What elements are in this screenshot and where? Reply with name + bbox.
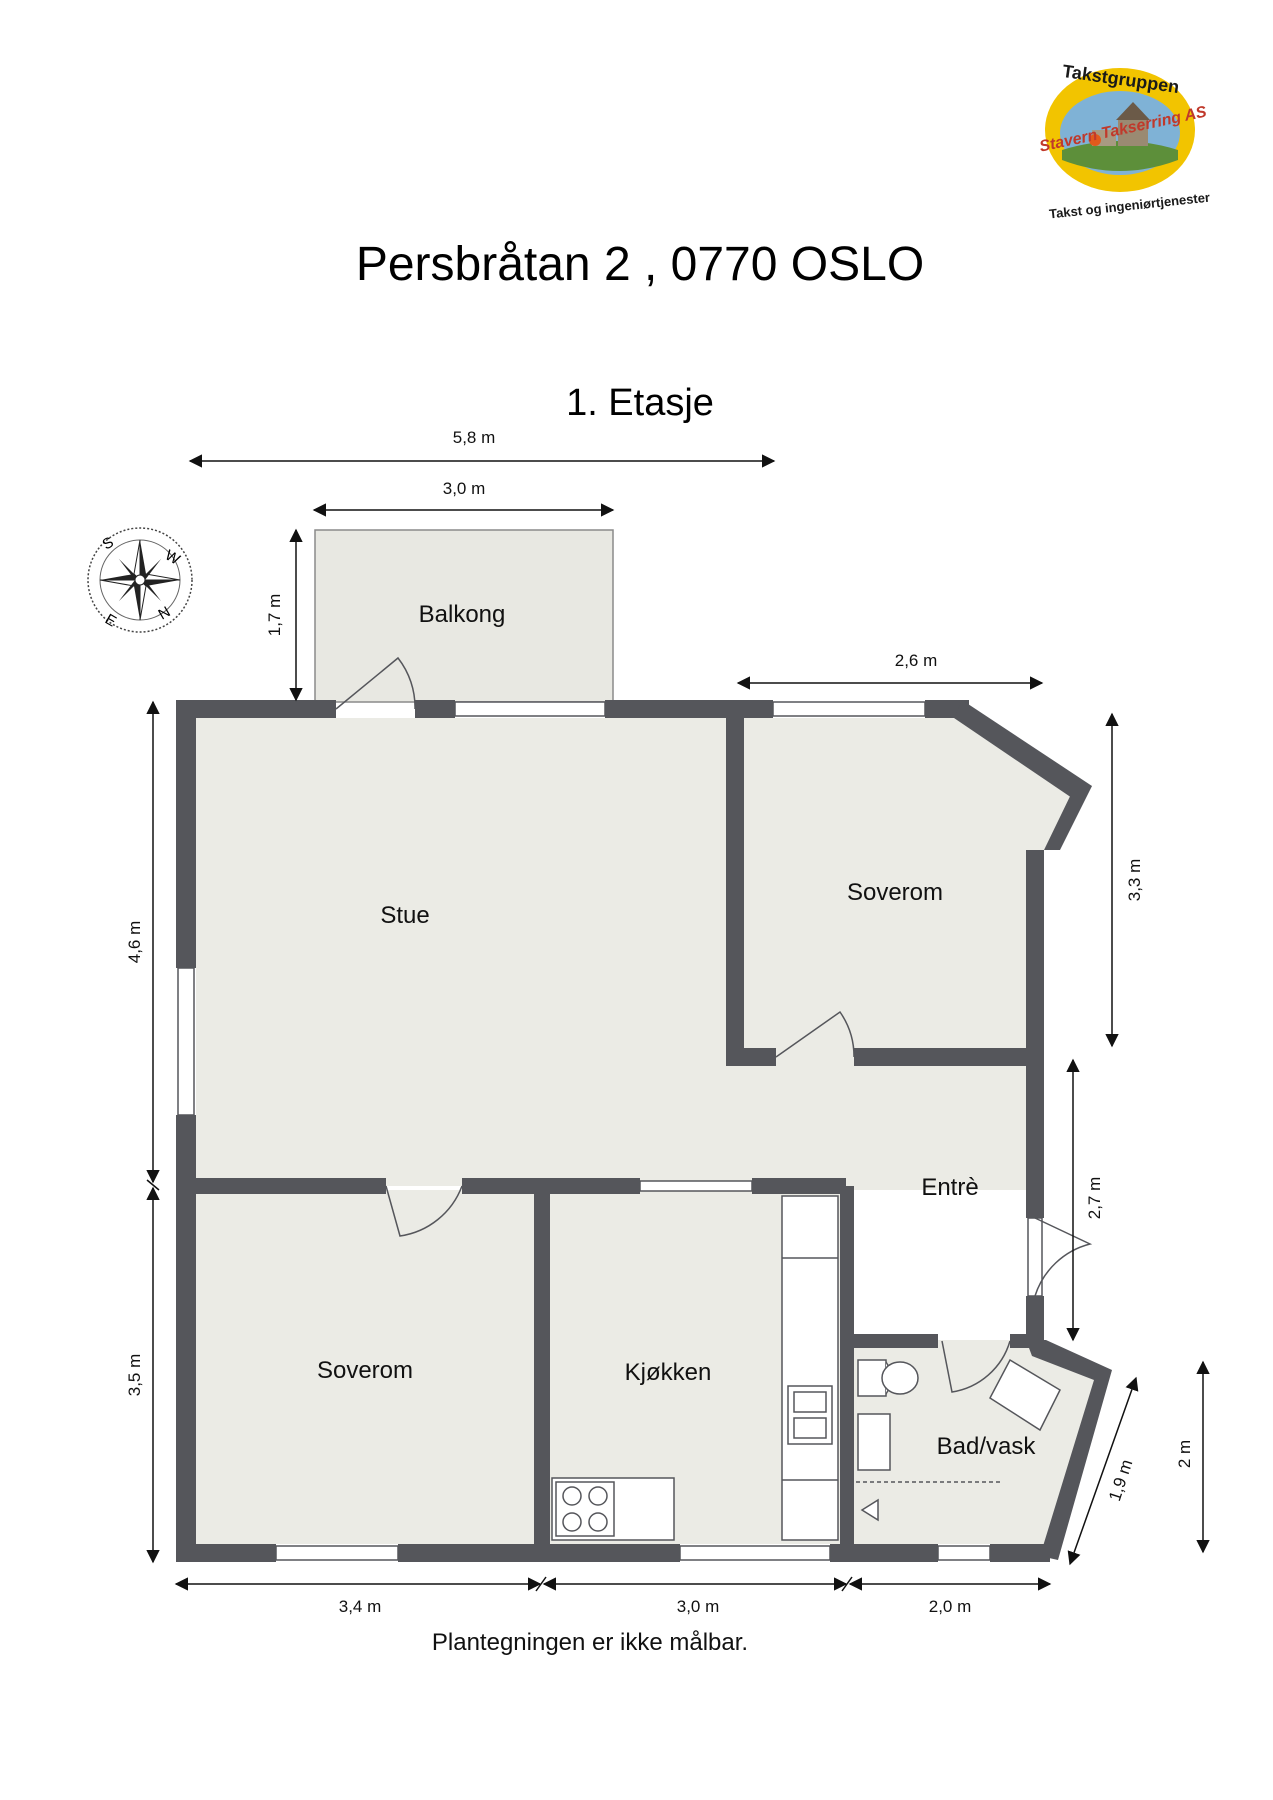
compass-w: W [162,547,183,569]
dim-left-lower: 3,5 m [125,1354,144,1397]
room-bedroom-bottom: Soverom [317,1357,413,1384]
room-bath: Bad/vask [937,1433,1037,1460]
compass-e: E [102,611,119,631]
dim-bath-height: 2 m [1175,1440,1194,1468]
company-logo: Takstgruppen Stavern Takserring AS Takst… [1038,61,1211,221]
room-balcony: Balkong [419,601,506,628]
dim-bath-diag: 1,9 m [1105,1457,1136,1503]
bath-fixtures [856,1358,1061,1522]
dimension-lines [146,454,1210,1591]
room-living: Stue [380,902,429,929]
kitchen-fixtures [551,1195,839,1541]
compass-s: S [100,534,117,554]
doors [335,656,1093,1393]
dim-entry-height: 2,7 m [1085,1177,1104,1220]
dim-left-upper: 4,6 m [125,921,144,964]
footer-note: Plantegningen er ikke målbar. [432,1629,748,1656]
logo-bottom-text: Takst og ingeniørtjenester [1048,190,1210,222]
windows [177,701,1043,1561]
dim-balcony-width: 3,0 m [443,479,486,498]
dim-bottom-2: 3,0 m [677,1597,720,1616]
room-bedroom-top: Soverom [847,879,943,906]
dim-balcony-depth: 1,7 m [265,594,284,637]
dim-bedroom-top-height: 3,3 m [1125,859,1144,902]
room-kitchen: Kjøkken [625,1359,712,1386]
walls [176,700,1112,1562]
room-entry: Entrè [921,1174,978,1201]
floor-title: 1. Etasje [566,382,714,424]
balcony-floor [314,529,614,703]
compass-icon: S W N E [87,527,193,633]
dim-top-total: 5,8 m [453,428,496,447]
page-title: Persbråtan 2 , 0770 OSLO [356,238,924,291]
dim-bedroom-top-width: 2,6 m [895,651,938,670]
dim-bottom-3: 2,0 m [929,1597,972,1616]
dimension-ticks [146,1179,853,1592]
dim-bottom-1: 3,4 m [339,1597,382,1616]
floor-areas [196,718,1100,1544]
